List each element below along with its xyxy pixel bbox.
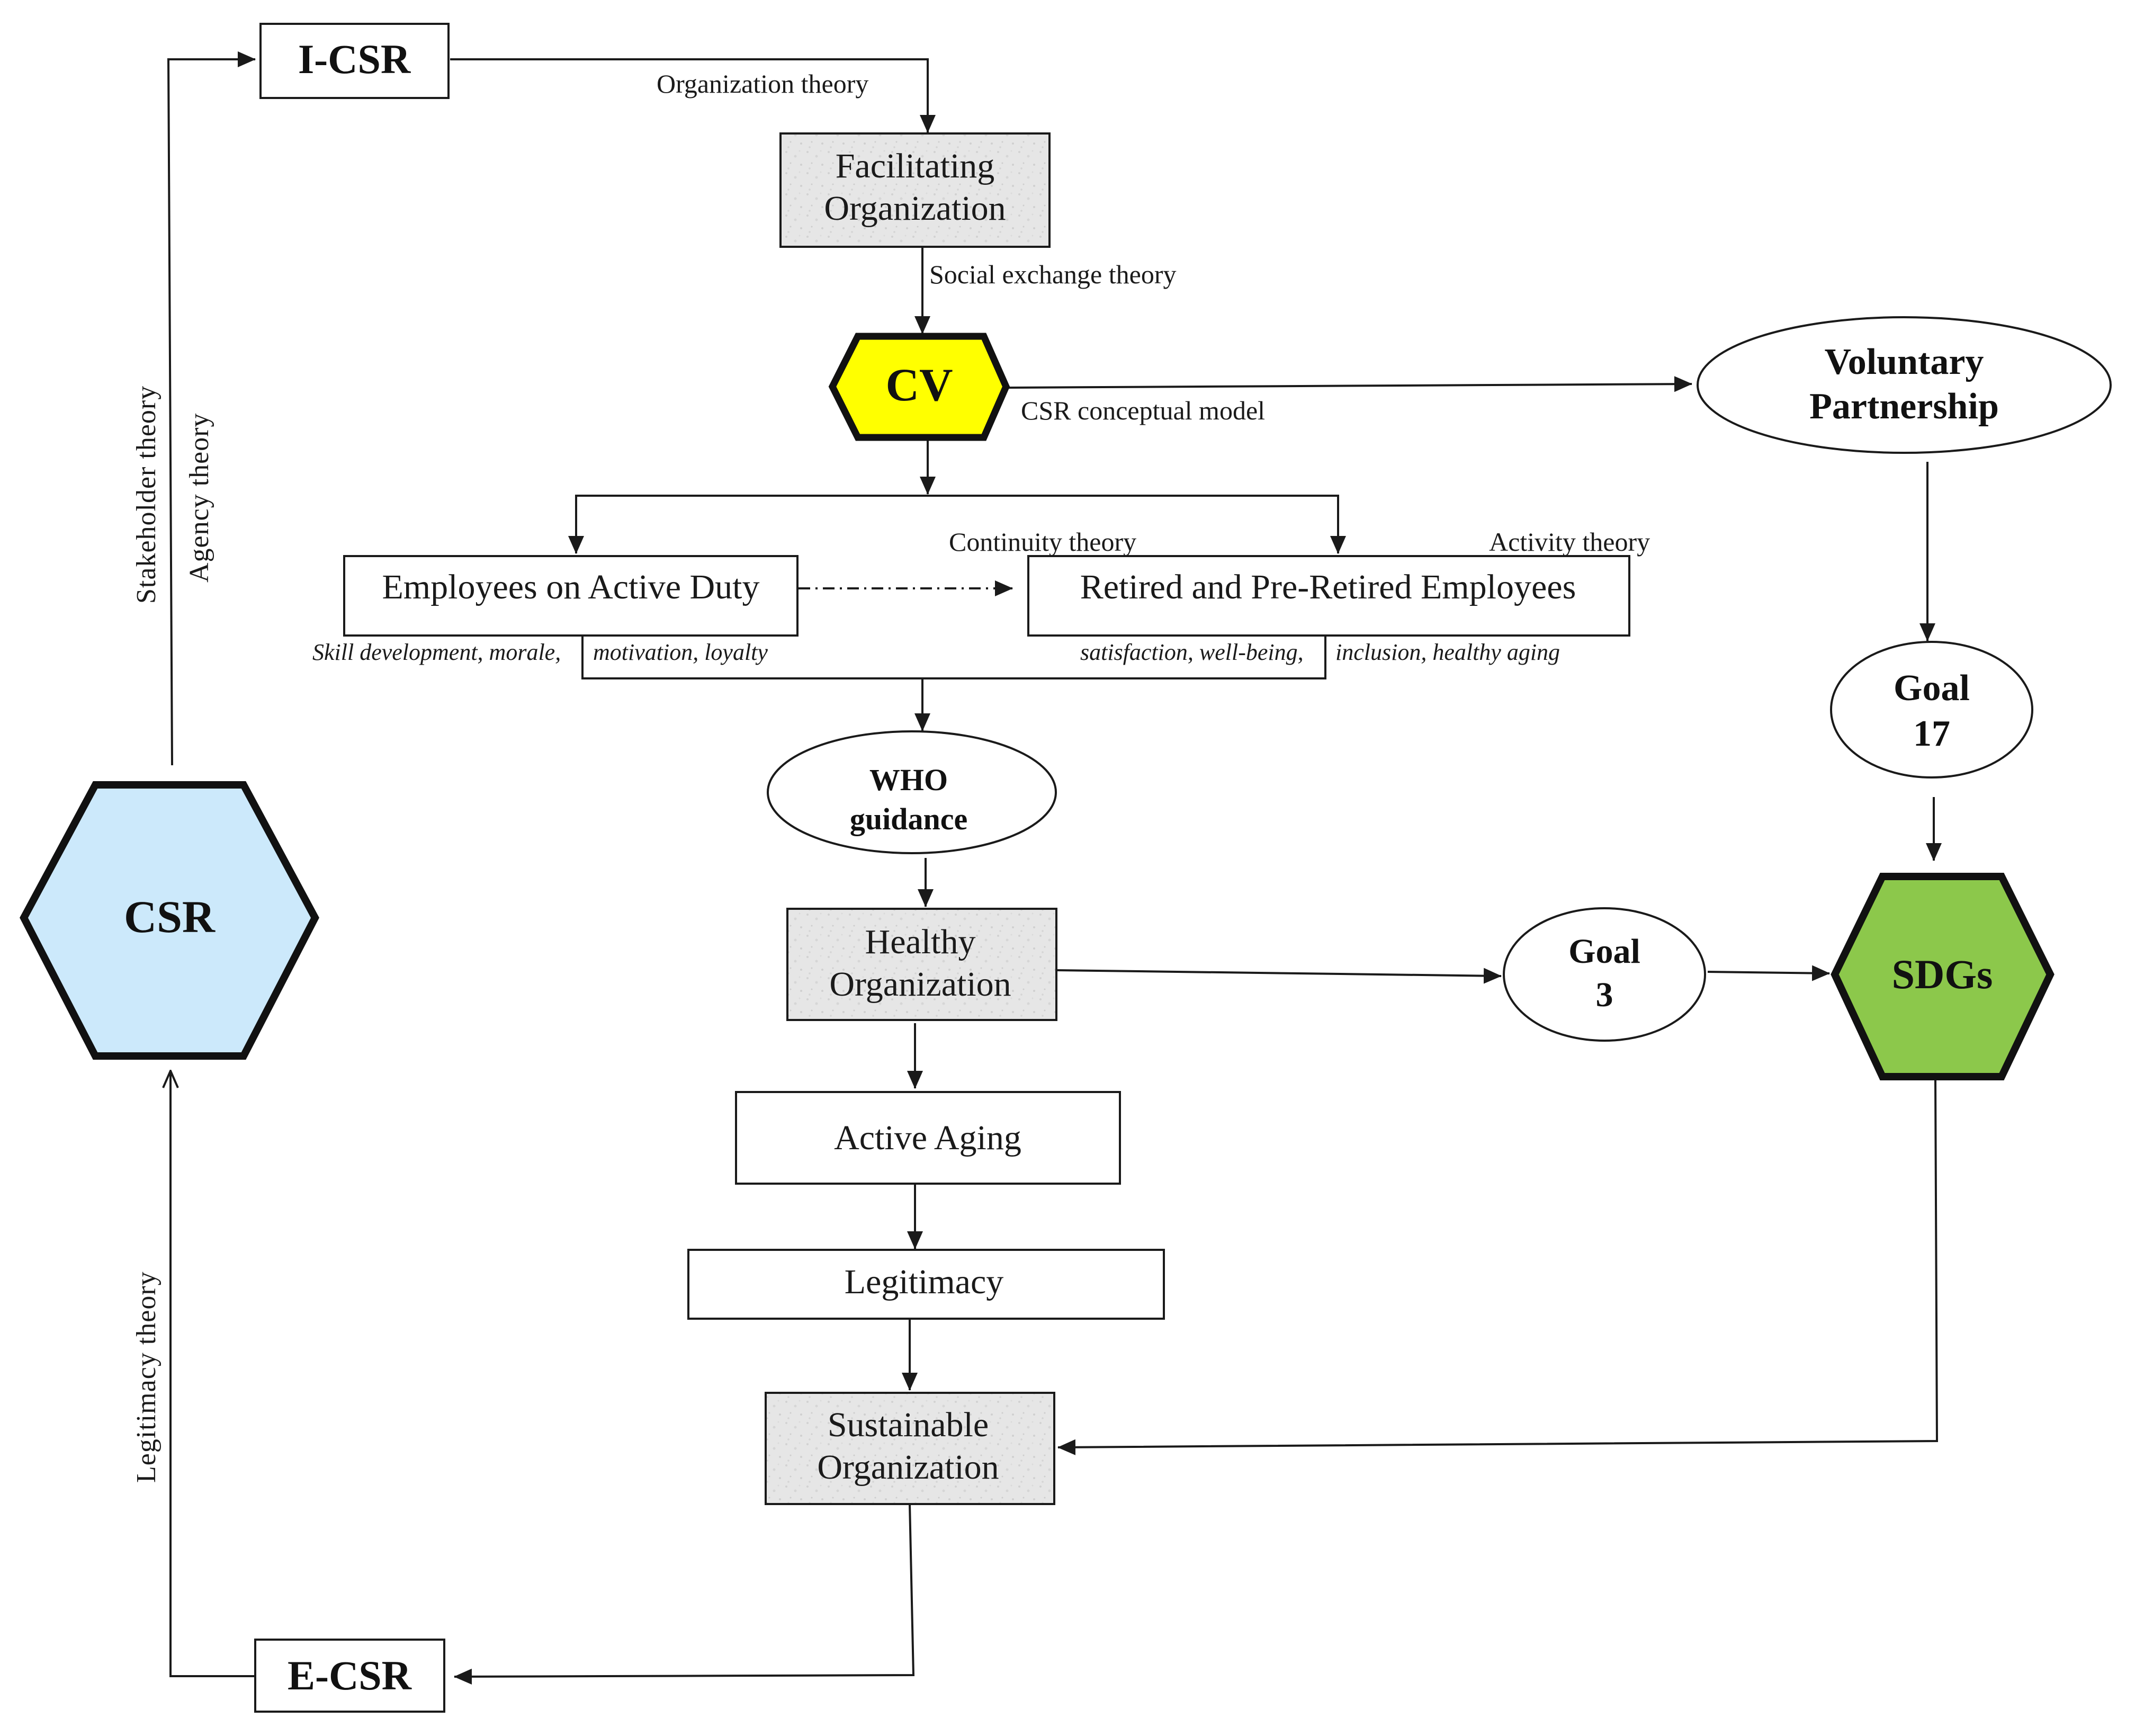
goal3-line-1: Goal	[1568, 932, 1640, 971]
csr-node: CSR	[20, 781, 319, 1060]
connector-ecsr-to-csr	[171, 1071, 255, 1677]
who-line-1: WHO	[869, 763, 948, 797]
connector-csr-to-icsr	[167, 51, 256, 766]
retired-outcomes-2: inclusion, healthy aging	[1335, 639, 1560, 665]
sdgs-label: SDGs	[1892, 951, 1993, 997]
healthy-line-2: Organization	[829, 965, 1011, 1004]
connector-icsr-to-facilitating	[450, 58, 936, 133]
goal3-line-2: 3	[1596, 976, 1613, 1014]
retired-node: Retired and Pre-Retired Employees	[1027, 555, 1630, 637]
connector-sustainable-to-ecsr	[454, 1504, 915, 1685]
connector-goal3-to-sdgs	[1707, 965, 1830, 981]
healthy-line-1: Healthy	[865, 923, 976, 961]
retired-outcomes-1: satisfaction, well-being,	[1080, 639, 1304, 665]
facilitating-line-1: Facilitating	[836, 147, 995, 185]
social-exchange-theory-label: Social exchange theory	[929, 259, 1176, 289]
goal17-line-1: Goal	[1894, 668, 1970, 709]
goal-3-node: Goal 3	[1503, 907, 1706, 1042]
sdgs-node: SDGs	[1831, 873, 2055, 1080]
connectors	[167, 51, 1942, 1685]
active-aging-label: Active Aging	[834, 1118, 1021, 1157]
active-aging-node: Active Aging	[735, 1091, 1121, 1185]
csr-label: CSR	[124, 891, 216, 942]
connector-cv-to-voluntary	[1003, 376, 1692, 392]
organization-theory-label: Organization theory	[657, 69, 868, 99]
active-duty-node: Employees on Active Duty	[343, 555, 799, 637]
e-csr-node: E-CSR	[254, 1639, 445, 1713]
active-duty-label: Employees on Active Duty	[382, 568, 759, 606]
goal-17-node: Goal 17	[1830, 641, 2033, 778]
e-csr-label: E-CSR	[288, 1652, 412, 1698]
who-line-2: guidance	[850, 802, 967, 836]
cv-label: CV	[885, 360, 953, 411]
agency-theory-label: Agency theory	[184, 413, 214, 583]
csr-conceptual-model-label: CSR conceptual model	[1021, 396, 1265, 425]
cv-node: CV	[828, 333, 1010, 441]
sustainable-line-2: Organization	[817, 1448, 999, 1487]
sustainable-line-1: Sustainable	[828, 1406, 989, 1444]
active-outcomes-2: motivation, loyalty	[593, 639, 768, 665]
facilitating-organization-node: Facilitating Organization	[779, 132, 1051, 248]
voluntary-line-1: Voluntary	[1825, 342, 1984, 382]
goal17-line-2: 17	[1913, 713, 1950, 754]
voluntary-line-2: Partnership	[1809, 386, 1999, 427]
voluntary-partnership-node: Voluntary Partnership	[1697, 316, 2112, 454]
legitimacy-label: Legitimacy	[845, 1263, 1004, 1301]
i-csr-node: I-CSR	[259, 23, 450, 99]
connector-sdgs-to-sustainable	[1057, 1080, 1939, 1455]
legitimacy-node: Legitimacy	[687, 1249, 1165, 1320]
facilitating-line-2: Organization	[824, 189, 1006, 228]
retired-label: Retired and Pre-Retired Employees	[1080, 568, 1576, 606]
connector-healthy-to-goal3	[1056, 968, 1502, 984]
sustainable-organization-node: Sustainable Organization	[765, 1392, 1055, 1505]
i-csr-label: I-CSR	[298, 36, 411, 82]
legitimacy-theory-label: Legitimacy theory	[131, 1271, 162, 1483]
active-outcomes-1: Skill development, morale,	[312, 639, 561, 665]
activity-theory-label: Activity theory	[1489, 527, 1650, 557]
continuity-theory-label: Continuity theory	[949, 527, 1136, 557]
who-guidance-node: WHO guidance	[767, 730, 1057, 854]
healthy-organization-node: Healthy Organization	[786, 908, 1057, 1021]
stakeholder-theory-label: Stakeholder theory	[131, 386, 162, 604]
